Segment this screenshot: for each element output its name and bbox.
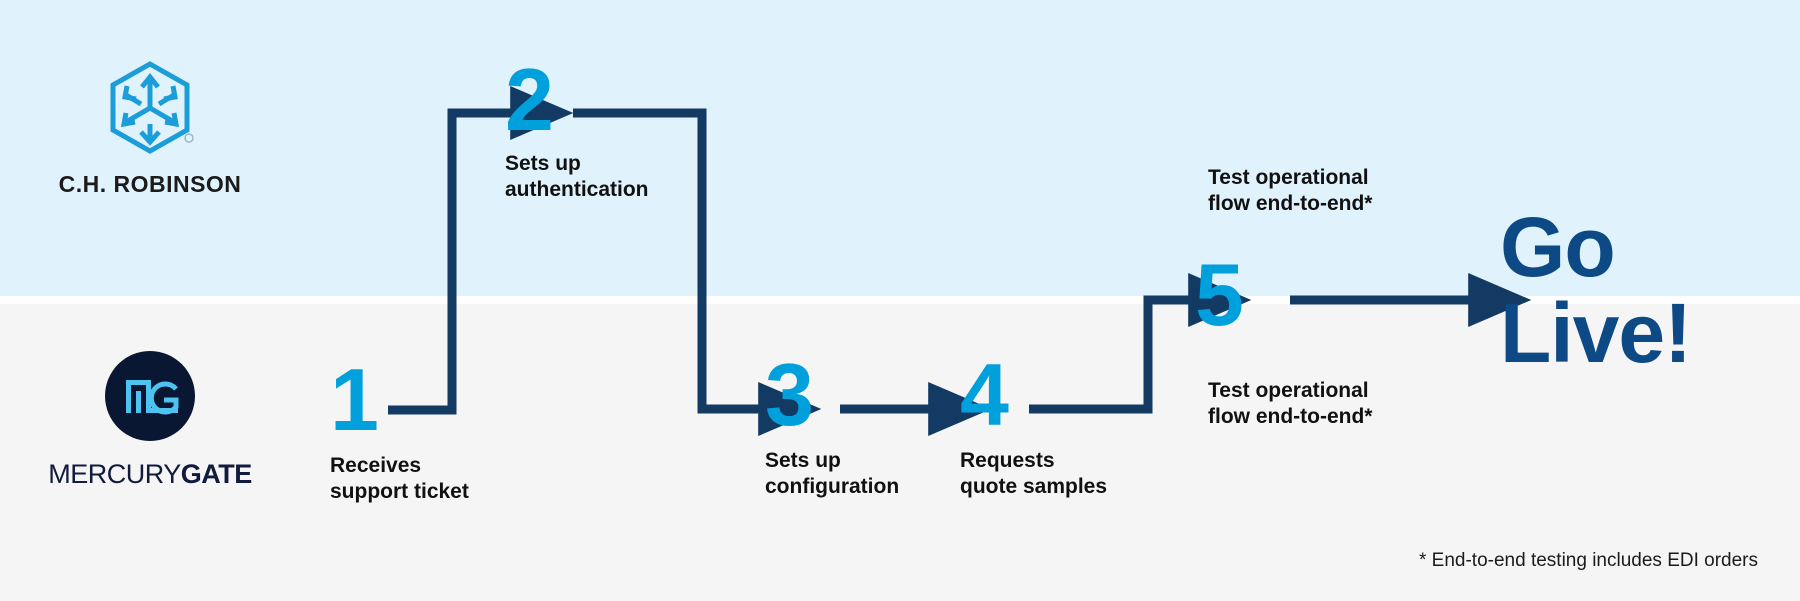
step-5-label-bottom: Test operational flow end-to-end* (1208, 379, 1373, 429)
chrobinson-wordmark: C.H. ROBINSON (58, 171, 242, 197)
lane-divider (0, 296, 1800, 304)
step-1-number: 1 (330, 350, 379, 449)
step-3-label: Sets up configuration (765, 448, 900, 499)
go-live-line-2: Live! (1500, 285, 1692, 380)
step-3-number: 3 (765, 345, 814, 444)
step-2-number: 2 (505, 50, 554, 149)
go-live-callout: Go Live! (1500, 200, 1692, 380)
mercurygate-wordmark: MERCURYGATE (40, 459, 260, 490)
mg-monogram-icon (105, 351, 195, 441)
hexagon-cube-arrows-icon (110, 61, 194, 154)
step-3[interactable]: 3 Sets up configuration (765, 345, 900, 501)
step-5-label-top: Test operational flow end-to-end* (1208, 166, 1373, 216)
mercurygate-logo: MERCURYGATE (40, 350, 260, 490)
mercurygate-lane-background (0, 304, 1800, 601)
step-5[interactable]: 5 (1195, 245, 1244, 344)
step-2[interactable]: 2 Sets up authentication (505, 50, 649, 204)
chrobinson-lane-background (0, 0, 1800, 296)
step-2-label: Sets up authentication (505, 151, 649, 202)
step-4-number: 4 (960, 345, 1009, 444)
step-4-label: Requests quote samples (960, 448, 1108, 499)
step-1[interactable]: 1 Receives support ticket (330, 350, 469, 506)
step-4[interactable]: 4 Requests quote samples (960, 345, 1108, 501)
go-live-line-1: Go (1500, 200, 1616, 294)
chrobinson-logo: C.H. ROBINSON (40, 60, 260, 198)
footnote: * End-to-end testing includes EDI orders (1418, 550, 1758, 571)
step-1-label: Receives support ticket (330, 453, 469, 504)
mercurygate-wordmark-light: MERCURY (48, 459, 181, 489)
step-5-number: 5 (1195, 245, 1244, 344)
mercurygate-wordmark-bold: GATE (180, 459, 253, 489)
